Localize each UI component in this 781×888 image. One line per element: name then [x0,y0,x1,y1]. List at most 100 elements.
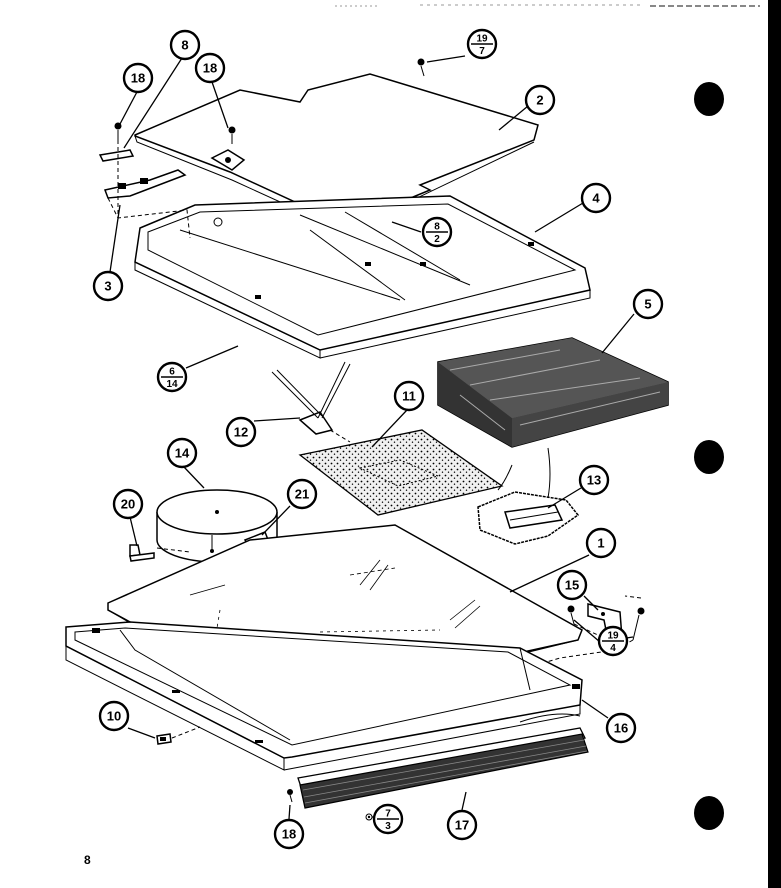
callout-c13: 13 [578,464,610,496]
callout-label: 17 [455,818,469,833]
cover-bracket [210,149,246,171]
bracket-dashed-guides [107,140,191,239]
fraction-top: 7 [385,809,391,820]
callout-label: 14 [175,446,190,461]
fraction-callout-f8-2: 82 [421,216,453,248]
callout-c18a: 18 [122,62,154,94]
screw-bottom [287,789,293,803]
callout-c4: 4 [580,182,612,214]
callout-circle [98,700,130,732]
callout-c17: 17 [446,809,478,841]
fraction-bottom: 7 [479,46,485,57]
callout-circle [166,437,198,469]
callout-label: 3 [104,279,111,294]
callout-label: 12 [234,425,248,440]
callout-label: 5 [644,297,651,312]
callout-label: 10 [107,709,121,724]
callout-label: 4 [592,191,600,206]
binder-hole-middle [694,440,724,474]
callout-circle [286,478,318,510]
hinge-bracket [103,169,187,199]
scan-noise [335,4,760,7]
fraction-callout-f6-14: 614 [156,361,188,393]
callout-circle [446,809,478,841]
callout-c5: 5 [632,288,664,320]
callout-circle [169,29,201,61]
page-number: 8 [84,853,91,867]
callout-circle [194,52,226,84]
callout-circle [585,527,617,559]
small-connector [129,544,155,562]
callout-label: 21 [295,487,309,502]
callout-circle [393,380,425,412]
fraction-bottom: 2 [434,234,440,245]
clip-part [98,149,135,162]
callout-c1: 1 [585,527,617,559]
callout-label: 13 [587,473,601,488]
callout-label: 2 [536,93,543,108]
gasket-plate [477,447,580,545]
vent-strip [297,713,589,809]
fraction-top: 19 [607,631,619,642]
fraction-top: 19 [476,34,488,45]
spring-clip [271,361,351,443]
scan-edge-strip [768,0,781,888]
callout-circle [112,488,144,520]
fraction-callout-f7-3: 73 [372,803,404,835]
part-callouts: 2 4 8 18 18 3 5 11 12 13 14 20 21 1 15 16 10 17 18 [92,29,664,850]
callout-label: 20 [121,497,135,512]
callout-c20: 20 [112,488,144,520]
callout-label: 18 [282,827,296,842]
screw-left [114,122,122,140]
fraction-top: 8 [434,222,440,233]
screw-top-right [417,58,425,77]
callout-label: 18 [203,61,217,76]
screw-nut [365,813,373,821]
callout-circle [578,464,610,496]
callout-c8: 8 [169,29,201,61]
callout-circle [92,270,124,302]
binder-hole-top [694,82,724,116]
fraction-bottom: 14 [166,379,178,390]
leader-lines [109,55,635,820]
callout-c11: 11 [393,380,425,412]
insulation-block [437,337,669,448]
callout-circle [225,416,257,448]
callout-label: 11 [402,389,416,404]
callout-circle [524,84,556,116]
fraction-bottom: 4 [610,643,616,654]
callout-c16: 16 [605,712,637,744]
callout-circle [580,182,612,214]
fraction-callout-f19-7: 197 [466,28,498,60]
door-clip [156,726,201,745]
perforated-plate [298,429,504,516]
callout-c18c: 18 [273,818,305,850]
callout-circle [122,62,154,94]
callout-c2: 2 [524,84,556,116]
callout-c3: 3 [92,270,124,302]
binder-hole-bottom [694,796,724,830]
callout-c15: 15 [556,569,588,601]
callout-label: 15 [565,578,579,593]
callout-label: 16 [614,721,628,736]
fraction-top: 6 [169,367,175,378]
callout-circle [273,818,305,850]
frame-tray [134,195,591,359]
callout-c18b: 18 [194,52,226,84]
callout-circle [556,569,588,601]
callout-circle [632,288,664,320]
callout-c14: 14 [166,437,198,469]
fraction-bottom: 3 [385,821,391,832]
fraction-callout-f19-4: 194 [597,625,629,657]
callout-c21: 21 [286,478,318,510]
callout-c10: 10 [98,700,130,732]
callout-label: 1 [597,536,604,551]
callout-c12: 12 [225,416,257,448]
callout-label: 8 [181,38,188,53]
door-frame [65,621,583,771]
screw-center [228,126,236,144]
callout-circle [605,712,637,744]
callout-label: 18 [131,71,145,86]
